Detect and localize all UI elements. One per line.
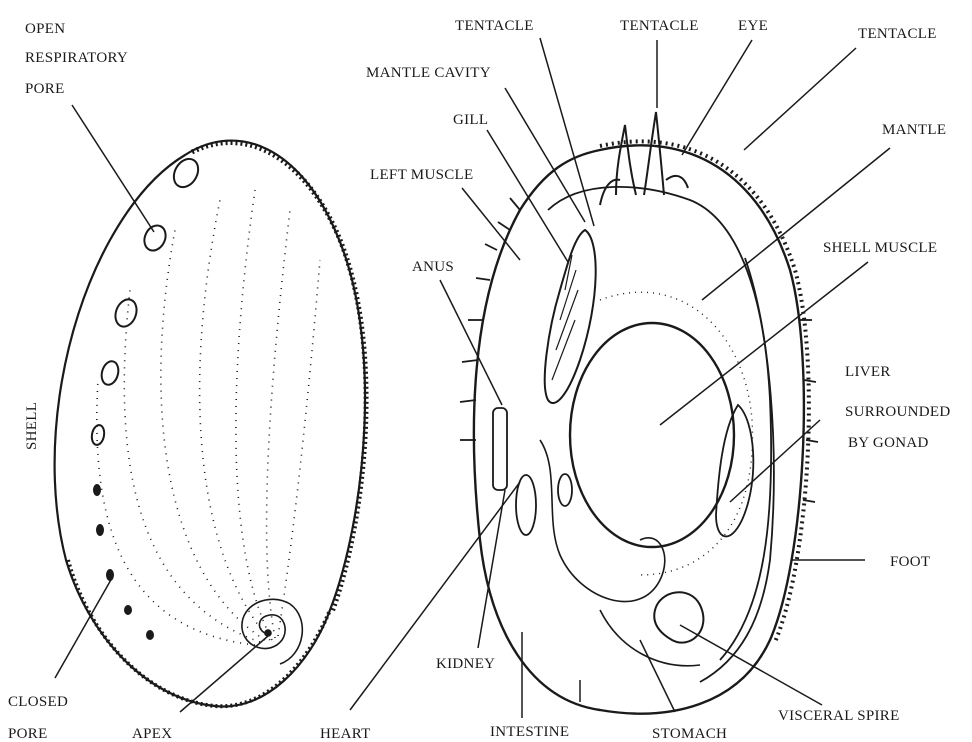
label-open-1: OPEN	[25, 21, 65, 37]
epipodial-tentacles	[460, 198, 818, 502]
label-left-muscle: LEFT MUSCLE	[370, 167, 473, 183]
gill	[545, 230, 596, 403]
label-mantle-cavity: MANTLE CAVITY	[366, 65, 491, 81]
label-intestine: INTESTINE	[490, 724, 569, 740]
shell-muscle	[570, 323, 734, 547]
label-foot: FOOT	[890, 554, 930, 570]
label-closed-2: PORE	[8, 726, 48, 742]
label-tentacle-right: TENTACLE	[858, 26, 937, 42]
label-anus: ANUS	[412, 259, 454, 275]
leader-liver	[730, 420, 820, 502]
label-shell: SHELL	[24, 402, 40, 450]
label-open-3: PORE	[25, 81, 65, 97]
label-tentacle-left: TENTACLE	[455, 18, 534, 34]
leader-open-pore	[72, 105, 154, 232]
muscle-surround	[600, 292, 753, 575]
leader-tentacle-right	[744, 48, 856, 150]
label-liver-1: LIVER	[845, 364, 891, 380]
foot-edge	[700, 258, 774, 682]
leader-lines	[55, 38, 890, 718]
body-mantle-fringe	[600, 141, 809, 642]
stomach	[600, 610, 700, 666]
intestine	[540, 440, 665, 602]
label-liver-2: SURROUNDED	[845, 404, 951, 420]
head-tentacles	[600, 112, 688, 205]
anus-tube	[493, 408, 507, 490]
label-visceral-spire: VISCERAL SPIRE	[778, 708, 900, 724]
heart	[558, 474, 572, 506]
shell-drawing	[55, 141, 366, 707]
mantle-edge	[548, 187, 771, 660]
shell-apex-spiral	[242, 599, 302, 664]
label-stomach: STOMACH	[652, 726, 727, 742]
label-closed-1: CLOSED	[8, 694, 68, 710]
leader-gill	[487, 130, 568, 262]
label-open-2: RESPIRATORY	[25, 50, 128, 66]
leader-heart	[350, 482, 520, 710]
respiratory-pores	[90, 155, 203, 639]
body-outer-outline	[474, 145, 804, 713]
leader-visceral-spire	[680, 625, 822, 705]
leader-eye	[682, 40, 752, 155]
label-kidney: KIDNEY	[436, 656, 495, 672]
body-drawing	[460, 112, 818, 714]
label-tentacle-middle: TENTACLE	[620, 18, 699, 34]
leader-stomach	[640, 640, 675, 712]
label-mantle: MANTLE	[882, 122, 946, 138]
shell-rim	[192, 143, 366, 612]
label-gill: GILL	[453, 112, 488, 128]
shell-lower-rim	[68, 560, 330, 706]
label-heart: HEART	[320, 726, 371, 742]
label-eye: EYE	[738, 18, 768, 34]
shell-growth-lines	[97, 190, 320, 645]
label-liver-3: BY GONAD	[848, 435, 929, 451]
visceral-spire	[654, 592, 703, 642]
leader-shell-muscle	[660, 262, 868, 425]
shell-outline	[55, 141, 365, 707]
leader-anus	[440, 280, 502, 405]
label-apex: APEX	[132, 726, 172, 742]
leader-closed-pore	[55, 578, 112, 678]
label-shell-muscle: SHELL MUSCLE	[823, 240, 937, 256]
